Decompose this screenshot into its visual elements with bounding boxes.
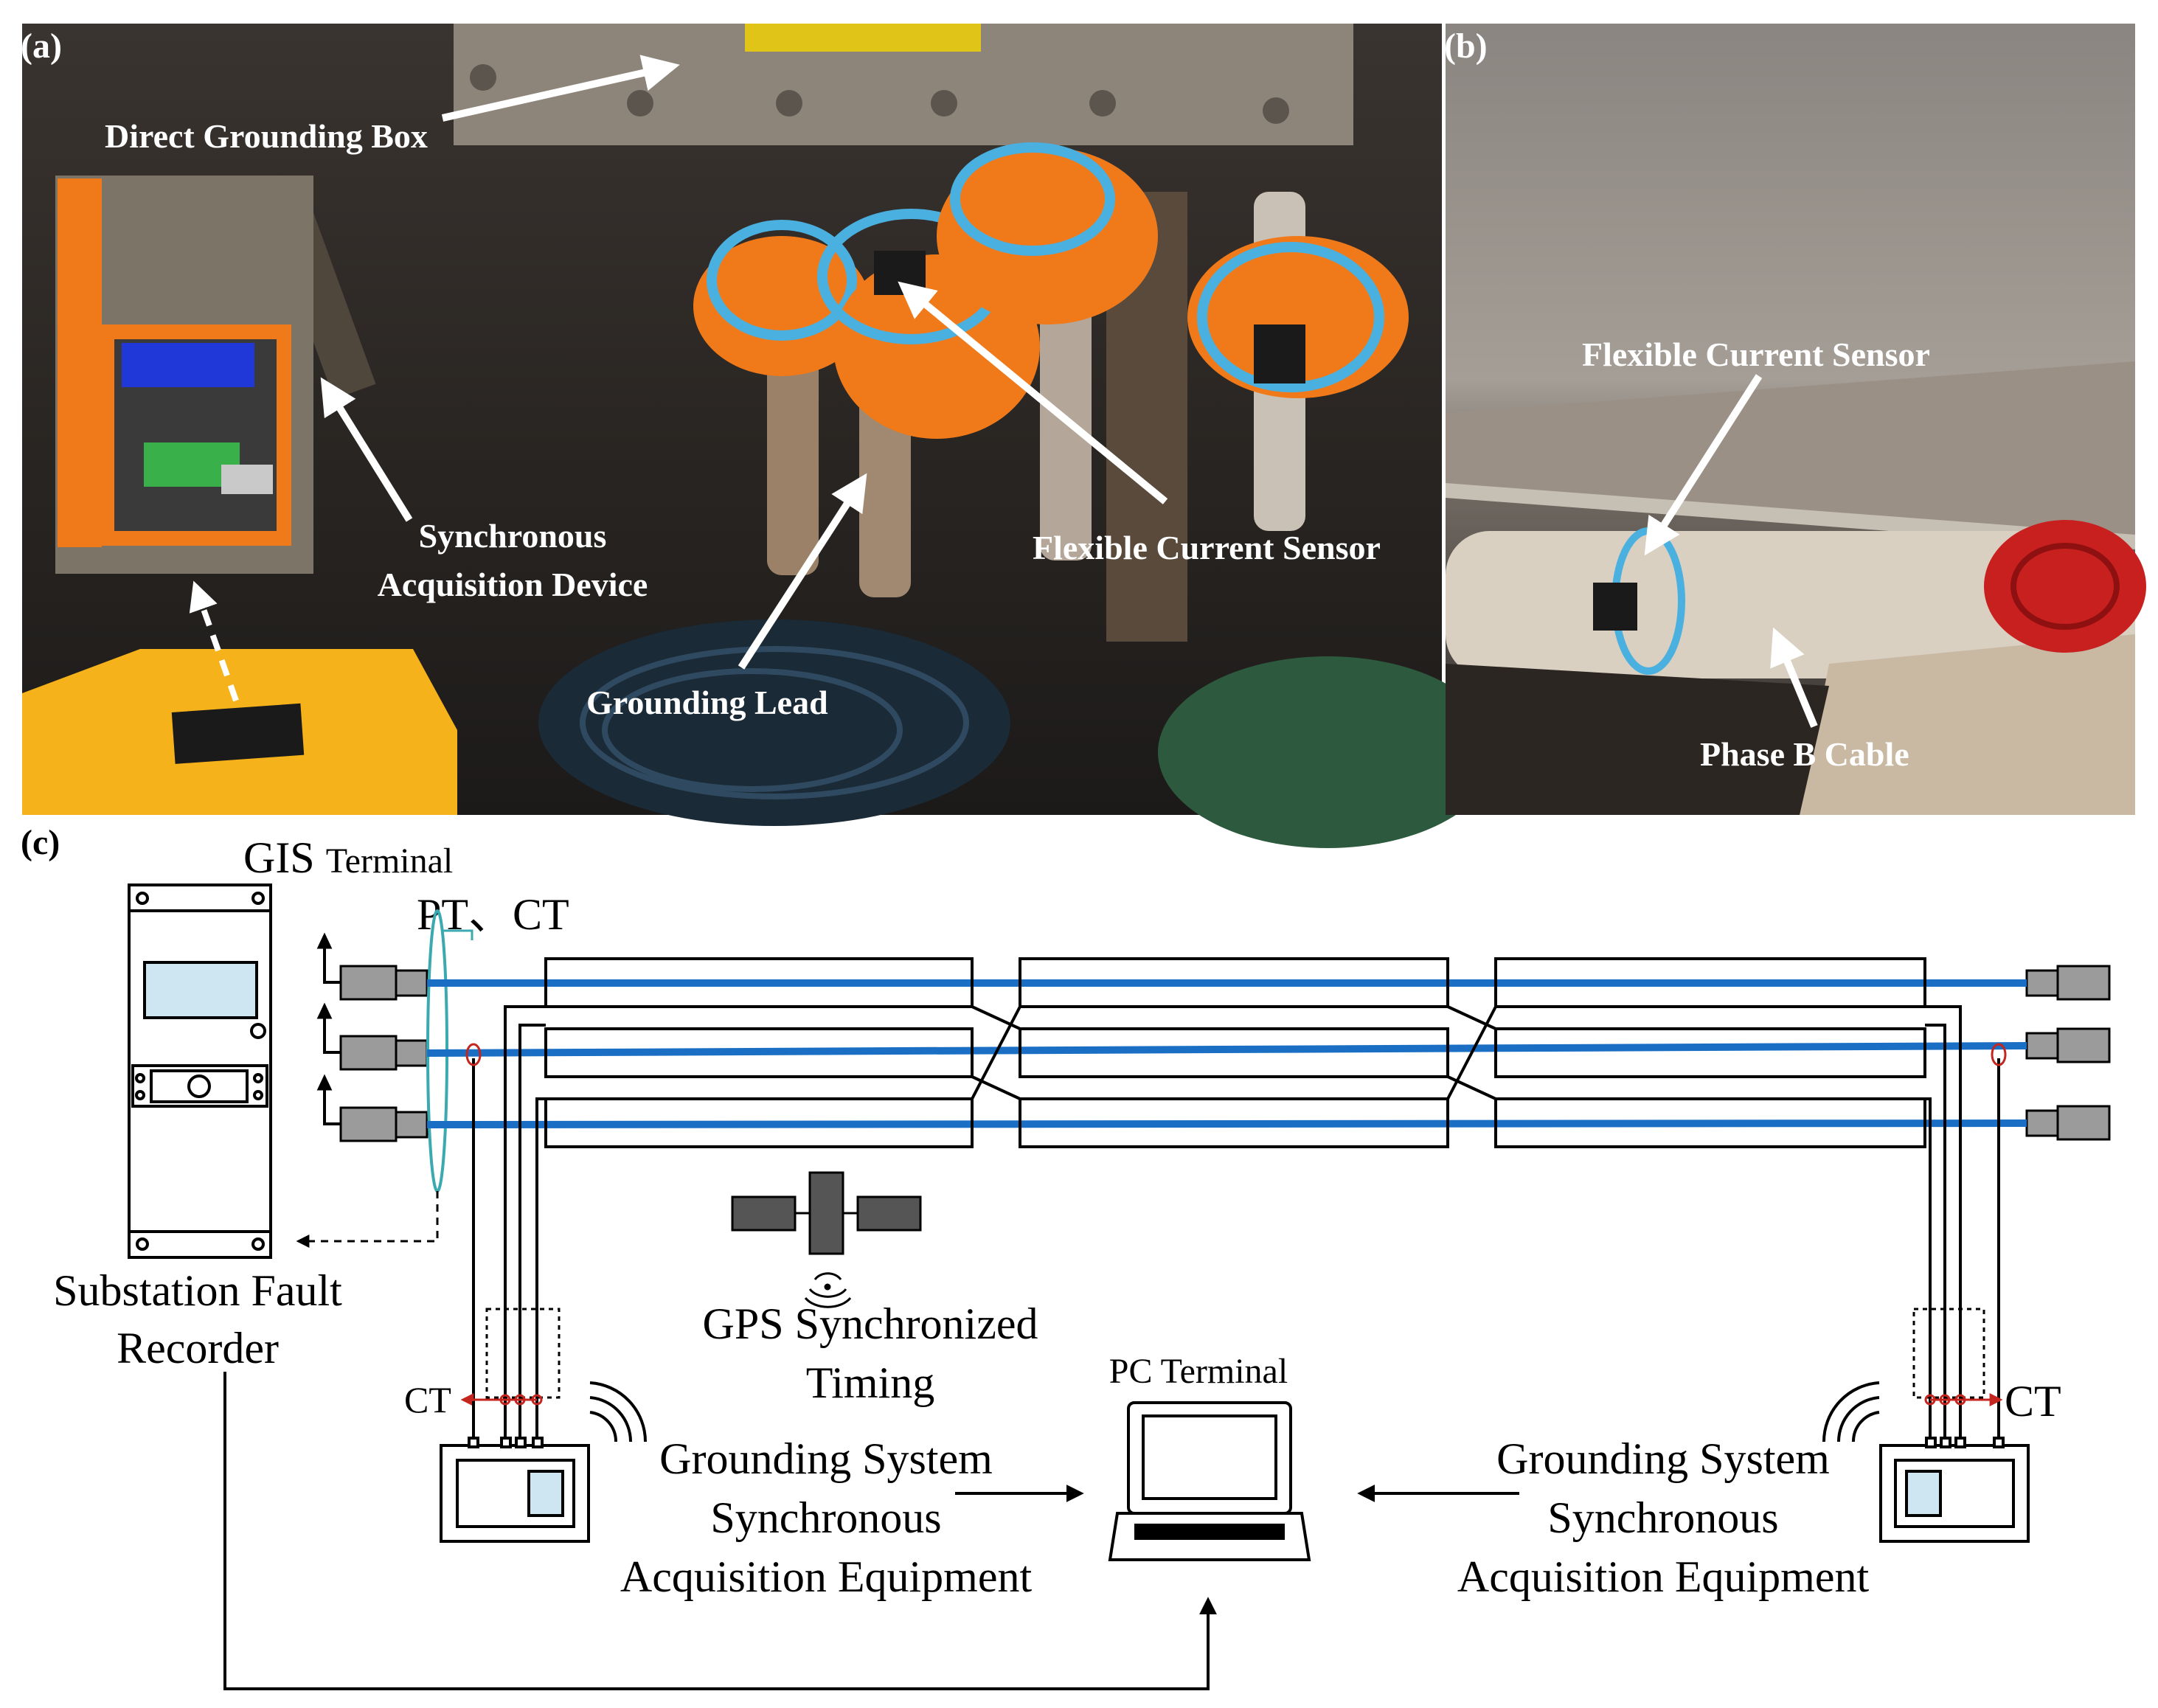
photo-panel-a (22, 24, 1497, 848)
label-sync-device-line2: Acquisition Device (378, 566, 648, 603)
arrow-grounding-lead (738, 473, 867, 670)
arrow-ptct-to-recorder (296, 1191, 439, 1248)
photo-panel-b (1446, 24, 2146, 815)
label-phase-b-cable: Phase B Cable (1700, 735, 1909, 773)
panel-label-b: (b) (1444, 27, 1488, 66)
right-acquisition-device (1822, 1381, 2030, 1543)
right-grounding-leads (1925, 1005, 2000, 1442)
gps-label-line2: Timing (806, 1358, 935, 1407)
label-sync-device-line1: Synchronous (419, 517, 607, 555)
diagram-panel-c: (c) GIS Terminal PT、CT Substation Fault … (21, 823, 2111, 1690)
right-ct-dotted-box (1912, 1308, 1985, 1399)
label-grounding-lead: Grounding Lead (586, 684, 828, 721)
panel-label-a: (a) (21, 27, 62, 66)
label-direct-grounding-box: Direct Grounding Box (105, 117, 428, 155)
substation-fault-recorder-line2: Recorder (117, 1324, 279, 1372)
gsae-right-line1: Grounding System (1496, 1434, 1830, 1483)
left-grounding-leads (472, 1005, 546, 1442)
phase-cable-b (426, 1042, 2027, 1057)
phase-cable-c (426, 1119, 2027, 1128)
substation-fault-recorder-line1: Substation Fault (53, 1266, 342, 1315)
gis-terminal-label: GIS Terminal (243, 833, 453, 882)
photo-labels: (a) (b) Direct Grounding Box Synchronous… (21, 27, 1930, 773)
arrow-flexible-sensor-a (898, 281, 1168, 504)
red-cable-coil (1984, 520, 2146, 653)
gsae-left-line2: Synchronous (710, 1493, 941, 1542)
left-acquisition-device (440, 1381, 648, 1543)
panel-label-c: (c) (21, 823, 60, 862)
left-ct-dotted-box (485, 1308, 561, 1399)
pc-terminal-icon (1108, 1401, 1311, 1561)
cross-bonding-lines (971, 1005, 1497, 1100)
gsae-right-line2: Synchronous (1547, 1493, 1778, 1542)
arrow-sync-device (320, 377, 413, 522)
ct-right-label: CT (2005, 1377, 2061, 1426)
gsae-left-line3: Acquisition Equipment (620, 1552, 1033, 1601)
gsae-right-line3: Acquisition Equipment (1457, 1552, 1870, 1601)
arrow-dashed-inset (189, 580, 239, 702)
right-terminations (2025, 965, 2111, 1141)
label-flexible-current-sensor-a: Flexible Current Sensor (1033, 529, 1381, 566)
arrow-recorder-to-pc (223, 1372, 1217, 1690)
substation-fault-recorder-device (128, 883, 272, 1259)
gps-label-line1: GPS Synchronized (703, 1299, 1038, 1348)
left-terminations (316, 932, 429, 1142)
ct-left-label: CT (404, 1379, 451, 1420)
sync-device-inset-photo (55, 176, 313, 574)
phase-cables (426, 979, 2027, 1128)
cable-sheath-sections (544, 957, 1926, 1148)
arrow-flexible-sensor-b (1644, 374, 1763, 556)
arrow-phase-b-cable (1770, 627, 1818, 728)
gsae-left-line1: Grounding System (659, 1434, 993, 1483)
pc-terminal-label: PC Terminal (1109, 1352, 1288, 1391)
label-flexible-current-sensor-b: Flexible Current Sensor (1582, 336, 1930, 373)
gps-satellite-icon (731, 1171, 922, 1308)
arrow-grounding-box (441, 55, 680, 122)
flexible-current-sensors-photo (693, 142, 1409, 439)
